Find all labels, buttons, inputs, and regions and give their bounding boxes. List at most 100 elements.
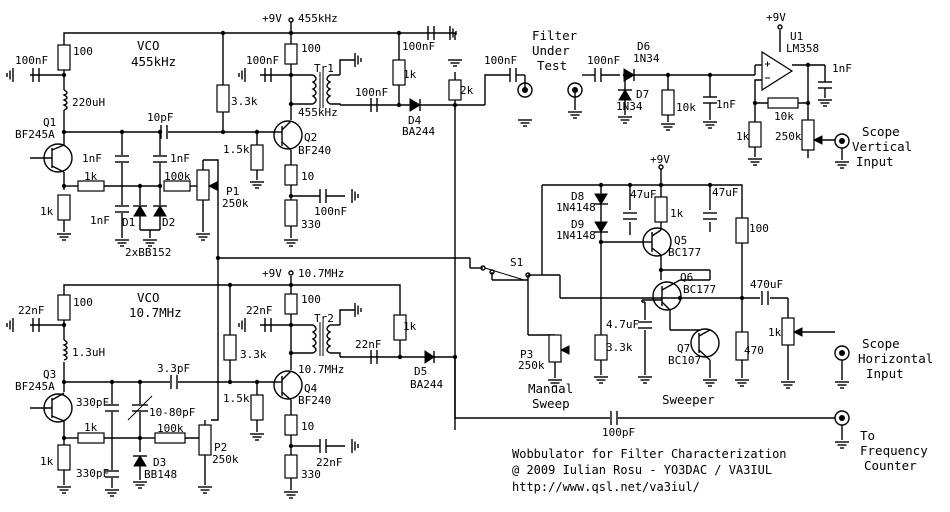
d5-label: D5 [414, 365, 427, 378]
r10-1: 10 [301, 170, 314, 183]
q1-type: BF245A [15, 128, 55, 141]
r100-sw: 100 [749, 222, 769, 235]
freq-2: Frequency [860, 443, 928, 458]
c47-2: 47uF [712, 186, 739, 199]
r10k-2: 10k [774, 110, 794, 123]
supply-sweeper: +9V [650, 153, 670, 166]
p3-val: 250k [518, 359, 545, 372]
d4-type: BA244 [402, 125, 435, 138]
inductors [62, 52, 362, 361]
u1-label: U1 [790, 30, 803, 43]
scope-v-3: Input [856, 154, 894, 169]
q5-type: BC177 [668, 246, 701, 259]
scope-h-1: Scope [862, 336, 900, 351]
q5-label: Q5 [674, 234, 687, 247]
r1k-2: 1k [40, 205, 54, 218]
d8-type: 1N4148 [556, 201, 596, 214]
d3-type: BB148 [144, 468, 177, 481]
q2-type: BF240 [298, 144, 331, 157]
s1-label: S1 [510, 256, 523, 269]
c330-1: 330pF [76, 396, 109, 409]
r470: 470 [744, 344, 764, 357]
c330-2: 330pF [76, 467, 109, 480]
supply-top: +9V [262, 12, 282, 25]
r330-1: 330 [301, 218, 321, 231]
r10-2: 10 [301, 420, 314, 433]
q3-type: BF245A [15, 380, 55, 393]
q3-label: Q3 [43, 368, 56, 381]
freq-3: Counter [864, 458, 917, 473]
d2-label: D2 [162, 216, 175, 229]
transistors [30, 120, 720, 423]
tr2-label: Tr2 [314, 312, 334, 325]
r1k-pot: 1k [768, 326, 782, 339]
q1-label: Q1 [43, 116, 56, 129]
d4-label: D4 [408, 114, 422, 127]
p2-label: P2 [214, 441, 227, 454]
resistors [57, 43, 799, 479]
r1k-3: 1k [403, 68, 417, 81]
freq-label-4: 10.7MHz [298, 363, 344, 376]
q6-type: BC177 [683, 283, 716, 296]
p3-label: P3 [520, 348, 533, 361]
p1-label: P1 [226, 185, 239, 198]
r1k-6: 1k [403, 320, 417, 333]
switch-s1 [480, 265, 531, 278]
freq-1: To [860, 428, 875, 443]
vco1-title-1: VCO [137, 38, 160, 53]
potentiometers [196, 119, 823, 456]
freq-label-2: 455kHz [298, 106, 338, 119]
q6-label: Q6 [680, 271, 693, 284]
c-det: 100nF [587, 54, 620, 67]
title-line-2: @ 2009 Iulian Rosu - YO3DAC / VA3IUL [512, 463, 772, 477]
sweeper-label: Sweeper [662, 392, 715, 407]
l-label: 220uH [72, 96, 105, 109]
p1-val: 250k [222, 197, 249, 210]
filter-1: Filter [532, 28, 578, 43]
diodes [133, 68, 635, 467]
p-op: 250k [775, 130, 802, 143]
title-line-3: http://www.qsl.net/va3iul/ [512, 480, 700, 494]
d8-label: D8 [571, 190, 584, 203]
ground-symbols [6, 25, 850, 499]
c-out1: 100nF [355, 86, 388, 99]
r100-4: 100 [301, 293, 321, 306]
r100-2: 100 [301, 42, 321, 55]
d1-label: D1 [122, 216, 135, 229]
d3-label: D3 [153, 456, 166, 469]
r10k-1: 10k [676, 101, 696, 114]
r-label: 100 [73, 45, 93, 58]
d6-label: D6 [637, 40, 650, 53]
vco2-title-2: 10.7MHz [129, 305, 182, 320]
r33-3: 3.3k [606, 341, 633, 354]
d9-label: D9 [571, 218, 584, 231]
freq-label-3: 10.7MHz [298, 267, 344, 280]
d12-type: 2xBB152 [125, 246, 171, 259]
scope-h-3: Input [866, 366, 904, 381]
capacitors [32, 25, 833, 478]
r100k-2: 100k [157, 422, 184, 435]
q4-type: BF240 [298, 394, 331, 407]
c-filter: 100nF [484, 54, 517, 67]
c47-1: 47uF [630, 188, 657, 201]
c10-label: 10pF [147, 111, 174, 124]
c1-label: 1nF [82, 152, 102, 165]
r33-1: 3.3k [231, 95, 258, 108]
c-q2: 100nF [246, 54, 279, 67]
c-emit1: 100nF [314, 205, 347, 218]
freq-label-1: 455kHz [298, 12, 338, 25]
l13: 1.3uH [72, 346, 105, 359]
scope-h-2: Horizontal [858, 351, 933, 366]
q2-label: Q2 [304, 131, 317, 144]
q4-label: Q4 [304, 382, 318, 395]
c1nf-op: 1nF [832, 62, 852, 75]
supply-bottom: +9V [262, 267, 282, 280]
scope-v-2: Vertical [852, 139, 912, 154]
d7-label: D7 [636, 88, 649, 101]
c22-3: 22nF [316, 456, 343, 469]
d6-type: 1N34 [633, 52, 660, 65]
r1k-4: 1k [84, 421, 98, 434]
vco1-title-2: 455kHz [131, 54, 176, 69]
c-label: 100nF [15, 54, 48, 67]
q7-label: Q7 [677, 342, 690, 355]
